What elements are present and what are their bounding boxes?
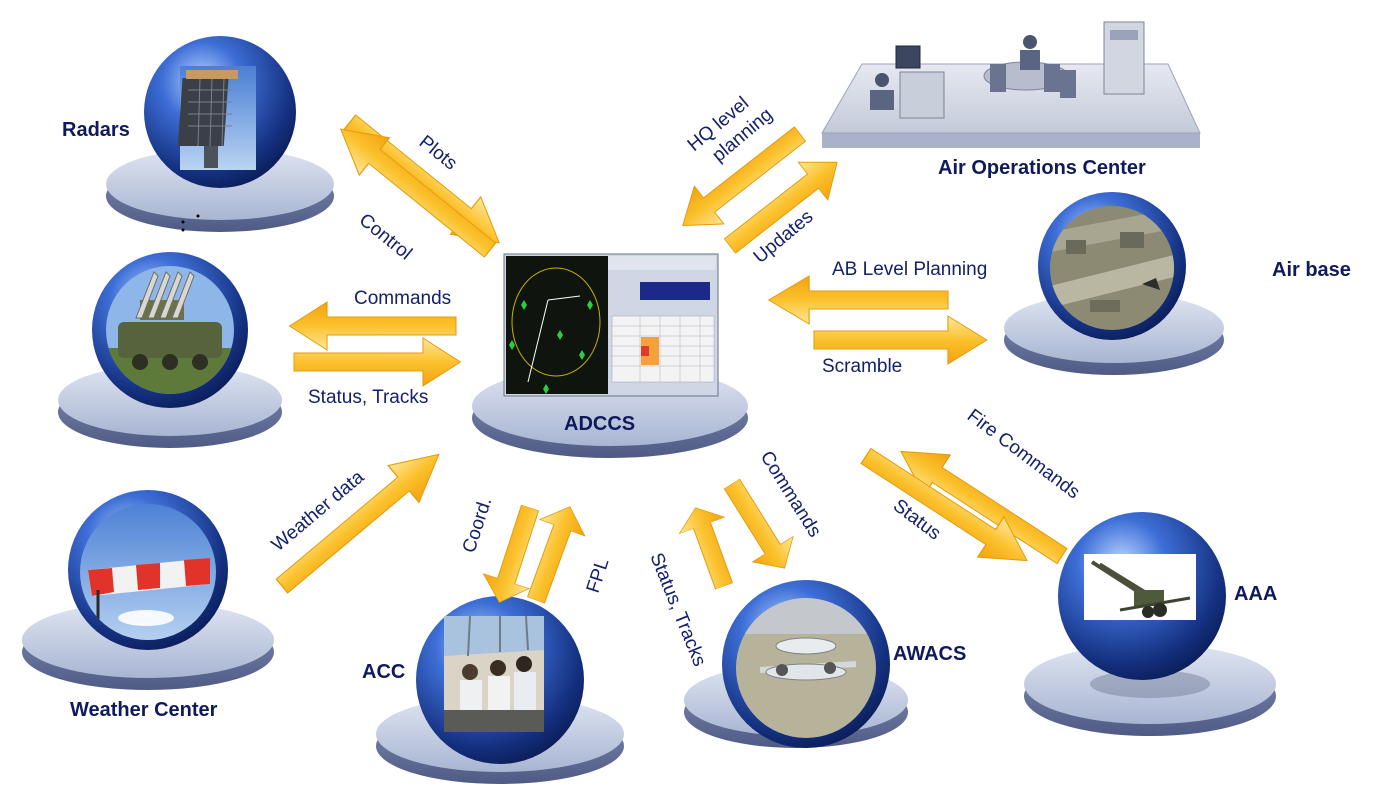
awacs-aircraft-photo	[736, 598, 876, 738]
node-sam	[92, 252, 248, 408]
node-aaa	[1058, 512, 1226, 680]
flow-label-fire-commands: Fire Commands	[963, 405, 1084, 503]
flow-label-status-tracks-left: Status, Tracks	[308, 387, 428, 408]
node-airbase	[1038, 192, 1186, 340]
windsock-photo	[80, 504, 216, 640]
aoc-illustration	[821, 21, 1201, 148]
flow-label-weather-data: Weather data	[268, 466, 369, 555]
label-radars: Radars	[62, 119, 130, 141]
flow-label-fpl: FPL	[583, 556, 614, 596]
label-aoc: Air Operations Center	[938, 157, 1146, 179]
node-acc	[416, 596, 584, 764]
pedestal-aaa	[1024, 644, 1276, 736]
flow-label-control: Control	[355, 210, 416, 265]
flow-label-scramble: Scramble	[822, 356, 902, 377]
label-aaa: AAA	[1234, 583, 1277, 605]
node-radars	[144, 36, 296, 232]
label-acc: ACC	[362, 661, 405, 683]
node-weather	[68, 490, 228, 650]
adccs-screen	[503, 253, 719, 397]
aaa-gun-photo	[1084, 554, 1196, 620]
flow-label-ab-planning: AB Level Planning	[832, 259, 987, 280]
label-airbase: Air base	[1272, 259, 1351, 281]
label-weather: Weather Center	[70, 699, 218, 721]
airbase-photo	[1050, 206, 1174, 330]
flow-label-status-tracks-awacs: Status, Tracks	[645, 550, 710, 669]
arrow-control	[325, 109, 506, 270]
flow-label-coord: Coord.	[459, 495, 497, 556]
radar-photo	[177, 66, 256, 170]
node-awacs	[722, 580, 890, 748]
label-adccs: ADCCS	[564, 413, 635, 435]
acc-tower-photo	[444, 615, 544, 732]
flow-label-commands-left: Commands	[354, 288, 451, 309]
arrow-status-tracks-awacs	[672, 499, 748, 595]
label-awacs: AWACS	[893, 643, 966, 665]
arrow-ab-planning	[768, 275, 949, 325]
